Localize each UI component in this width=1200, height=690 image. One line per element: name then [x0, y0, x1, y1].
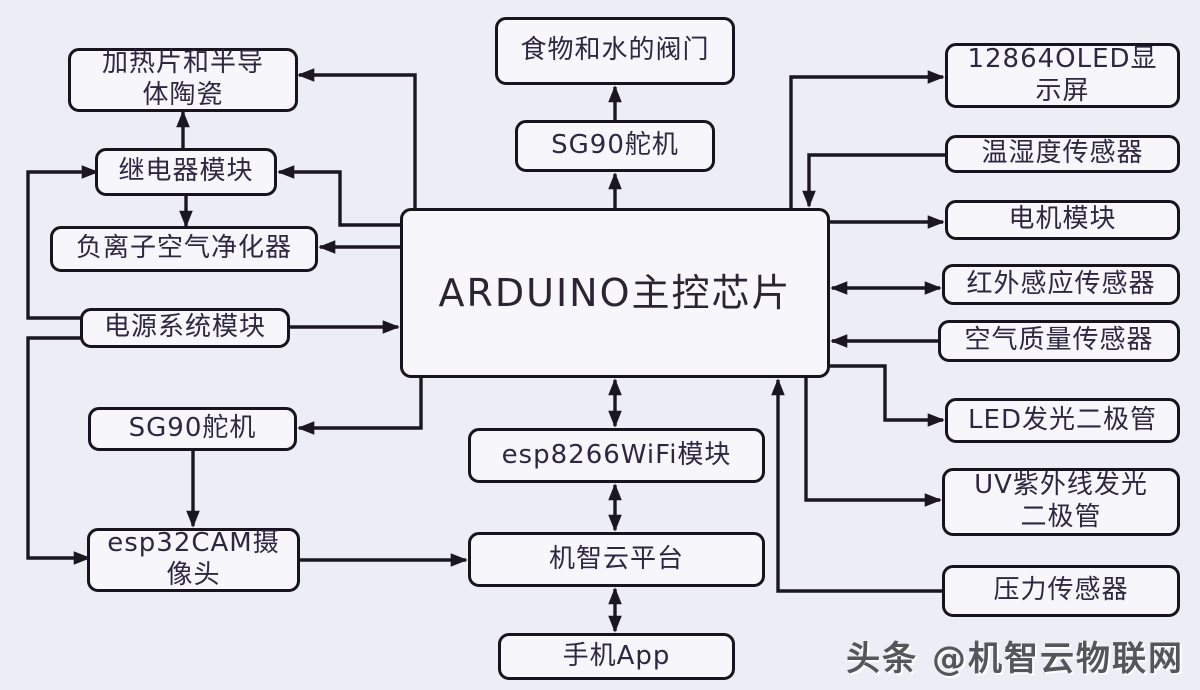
watermark-text: 头条 @机智云物联网	[846, 639, 1184, 679]
edge-arduino-to-heater	[297, 68, 417, 210]
edge-arduino-to-sg90-left	[297, 376, 423, 435]
node-heater: 加热片和半导 体陶瓷	[68, 48, 298, 112]
node-arduino: ARDUINO主控芯片	[400, 208, 830, 378]
node-esp32cam: esp32CAM摄 像头	[87, 528, 300, 592]
node-air: 空气质量传感器	[938, 320, 1180, 362]
node-temp: 温湿度传感器	[945, 135, 1180, 173]
node-uv: UV紫外线发光 二极管	[942, 468, 1180, 536]
edge-power-to-relay	[26, 165, 99, 320]
node-esp8266: esp8266WiFi模块	[468, 428, 765, 483]
node-oled: 12864OLED显 示屏	[945, 43, 1180, 108]
node-sg90-top: SG90舵机	[515, 120, 715, 172]
edge-arduino-to-led	[828, 364, 945, 427]
node-purifier: 负离子空气净化器	[50, 226, 318, 272]
node-sg90-left: SG90舵机	[88, 407, 297, 451]
edge-temp-to-arduino	[802, 153, 947, 208]
node-gizwits: 机智云平台	[468, 532, 765, 587]
node-relay: 继电器模块	[95, 148, 277, 196]
edge-arduino-to-oled	[789, 70, 945, 210]
edge-power-to-esp32cam	[26, 336, 91, 565]
node-power: 电源系统模块	[80, 308, 290, 348]
edge-arduino-to-relay	[277, 165, 402, 227]
node-pressure: 压力传感器	[942, 565, 1180, 617]
node-motor: 电机模块	[945, 200, 1180, 240]
edge-pressure-to-arduino	[771, 378, 944, 593]
node-ir: 红外感应传感器	[942, 264, 1180, 305]
edge-arduino-to-uv	[804, 376, 942, 507]
node-valve: 食物和水的阀门	[495, 17, 735, 85]
node-phone: 手机App	[498, 633, 735, 680]
node-led: LED发光二极管	[945, 398, 1180, 443]
